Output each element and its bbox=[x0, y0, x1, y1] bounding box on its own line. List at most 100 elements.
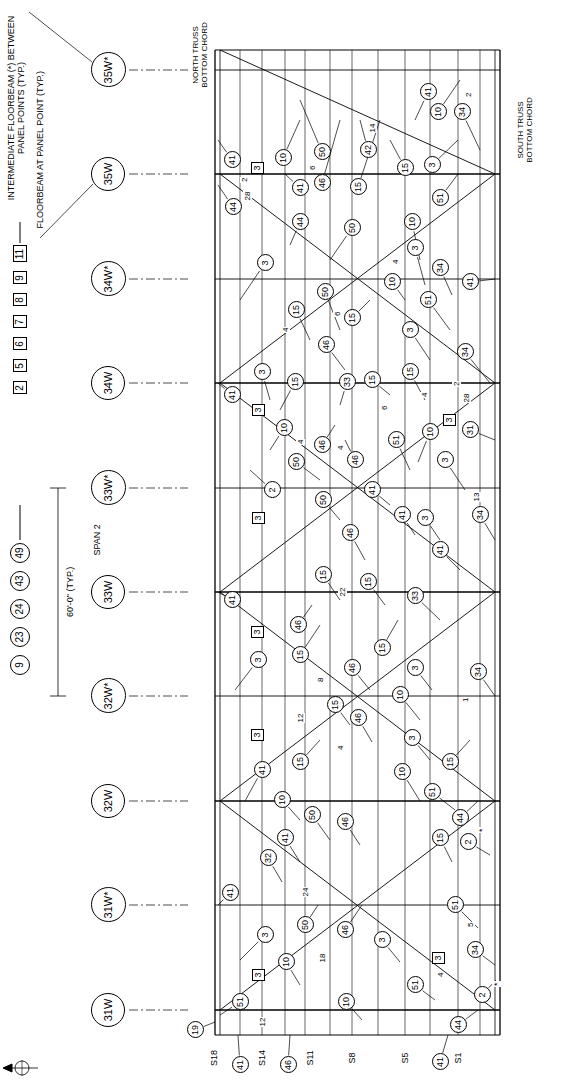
label-text: 4 bbox=[336, 446, 345, 450]
floorbeam-callout: 35W* bbox=[91, 53, 126, 88]
callout-text: 24 bbox=[15, 603, 25, 614]
callout-text: 41 bbox=[368, 485, 377, 495]
stringer-label: S5 bbox=[400, 1051, 410, 1064]
callout-number: 46 bbox=[337, 814, 354, 831]
label-text: 22 bbox=[338, 588, 347, 597]
label-text: 6 bbox=[308, 166, 317, 170]
leader-line bbox=[318, 823, 330, 840]
callout-number: 46 bbox=[314, 175, 331, 192]
floorbeam-centerline bbox=[129, 70, 188, 71]
leader-line bbox=[280, 390, 291, 410]
leader-line bbox=[218, 383, 225, 389]
callout-number: 46 bbox=[314, 437, 331, 454]
callout-text: 50 bbox=[301, 920, 310, 930]
callout-number: 15 bbox=[442, 754, 459, 771]
callout-text: 15 bbox=[364, 577, 373, 587]
callout-text: 8 bbox=[15, 297, 25, 303]
reference-circle: 23 bbox=[10, 627, 30, 647]
leader-line bbox=[350, 905, 362, 922]
leader-line bbox=[363, 726, 372, 742]
callout-text: 3 bbox=[261, 261, 270, 266]
callout-number: 46 bbox=[337, 922, 354, 939]
label-text: 28 bbox=[462, 394, 471, 403]
leader-line bbox=[471, 359, 490, 383]
leader-line bbox=[218, 900, 223, 905]
callout-text: 3 bbox=[258, 370, 267, 375]
label-text: INTERMEDIATE FLOORBEAM (*) BETWEEN PANEL… bbox=[6, 16, 26, 200]
callout-number: 51 bbox=[388, 432, 405, 449]
leader-line bbox=[300, 100, 318, 143]
callout-number: 46 bbox=[342, 525, 359, 542]
leader-line bbox=[303, 605, 312, 617]
callout-text: 46 bbox=[318, 440, 327, 450]
leader-line bbox=[456, 740, 470, 755]
leader-line bbox=[288, 807, 300, 820]
leader-line bbox=[306, 740, 320, 755]
label-text: 2 bbox=[452, 382, 461, 386]
callout-text: 15 bbox=[446, 757, 455, 767]
callout-text: 33 bbox=[411, 591, 420, 601]
label-text: 4 bbox=[296, 440, 305, 444]
callout-text: 10 bbox=[398, 767, 407, 777]
plain-number: 6 bbox=[333, 311, 342, 317]
callout-text: 32W* bbox=[103, 683, 114, 710]
leader-line bbox=[287, 120, 300, 149]
callout-text: 46 bbox=[351, 455, 360, 465]
callout-number: 41 bbox=[224, 152, 241, 169]
callout-text: 41 bbox=[436, 545, 445, 555]
label-text: 8 bbox=[316, 678, 325, 682]
callout-number: 3 bbox=[257, 255, 274, 272]
leader-line bbox=[483, 956, 495, 965]
plain-number: 2 bbox=[240, 177, 249, 183]
leader-line bbox=[360, 120, 366, 141]
floorbeam-centerline bbox=[129, 174, 188, 175]
callout-text: 15 bbox=[296, 650, 305, 660]
plain-number: 8 bbox=[316, 677, 325, 683]
plain-number: 4 bbox=[281, 327, 290, 333]
callout-number: 2 bbox=[264, 482, 281, 499]
leader-line bbox=[345, 440, 351, 452]
south-bottom-chord bbox=[495, 50, 496, 1035]
reference-dash bbox=[20, 505, 21, 540]
callout-text: 9 bbox=[15, 662, 25, 668]
callout-number: 10 bbox=[422, 424, 439, 441]
label-text: 4 bbox=[336, 746, 345, 750]
reference-circle: 24 bbox=[10, 599, 30, 619]
leader-line bbox=[329, 507, 340, 520]
callout-text: 35W bbox=[103, 163, 114, 186]
callout-number: 41 bbox=[254, 762, 271, 779]
callout-number: 3 bbox=[254, 364, 271, 381]
leader-line bbox=[398, 290, 405, 300]
callout-number: 41 bbox=[277, 830, 294, 847]
lateral-bracing bbox=[220, 801, 495, 1010]
leader-line bbox=[479, 279, 495, 281]
dimension-line bbox=[58, 488, 59, 696]
detail-box: 3 bbox=[251, 626, 264, 638]
callout-number: 41 bbox=[224, 592, 241, 609]
lateral-bracing bbox=[220, 383, 495, 592]
callout-number: 50 bbox=[288, 454, 305, 471]
callout-text: 41 bbox=[258, 765, 267, 775]
callout-text: 15 bbox=[348, 313, 357, 323]
detail-box: 3 bbox=[252, 404, 265, 416]
note-label: FLOORBEAM AT PANEL POINT (TYP.) bbox=[35, 70, 45, 229]
floorbeam-centerline bbox=[129, 488, 188, 489]
callout-number: 3 bbox=[404, 730, 421, 747]
floorbeam-line bbox=[215, 800, 500, 801]
label-text: 28 bbox=[243, 192, 252, 201]
label-text: 18 bbox=[318, 954, 327, 963]
callout-text: 3 bbox=[428, 163, 437, 168]
leader-lines bbox=[204, 80, 496, 1056]
callout-number: 42 bbox=[360, 142, 377, 159]
note-label: SOUTH TRUSS BOTTOM CHORD bbox=[516, 94, 534, 166]
leader-line bbox=[430, 526, 440, 540]
note-label: NORTH TRUSS BOTTOM CHORD bbox=[191, 19, 209, 91]
callout-text: 9 bbox=[15, 275, 25, 281]
leader-line bbox=[406, 702, 420, 720]
lateral-bracing bbox=[220, 592, 495, 801]
leader-line bbox=[332, 353, 345, 370]
leader-line bbox=[29, 12, 92, 62]
callout-number: 15 bbox=[360, 574, 377, 591]
callout-number: 41 bbox=[394, 507, 411, 524]
callout-text: 10 bbox=[282, 957, 291, 967]
